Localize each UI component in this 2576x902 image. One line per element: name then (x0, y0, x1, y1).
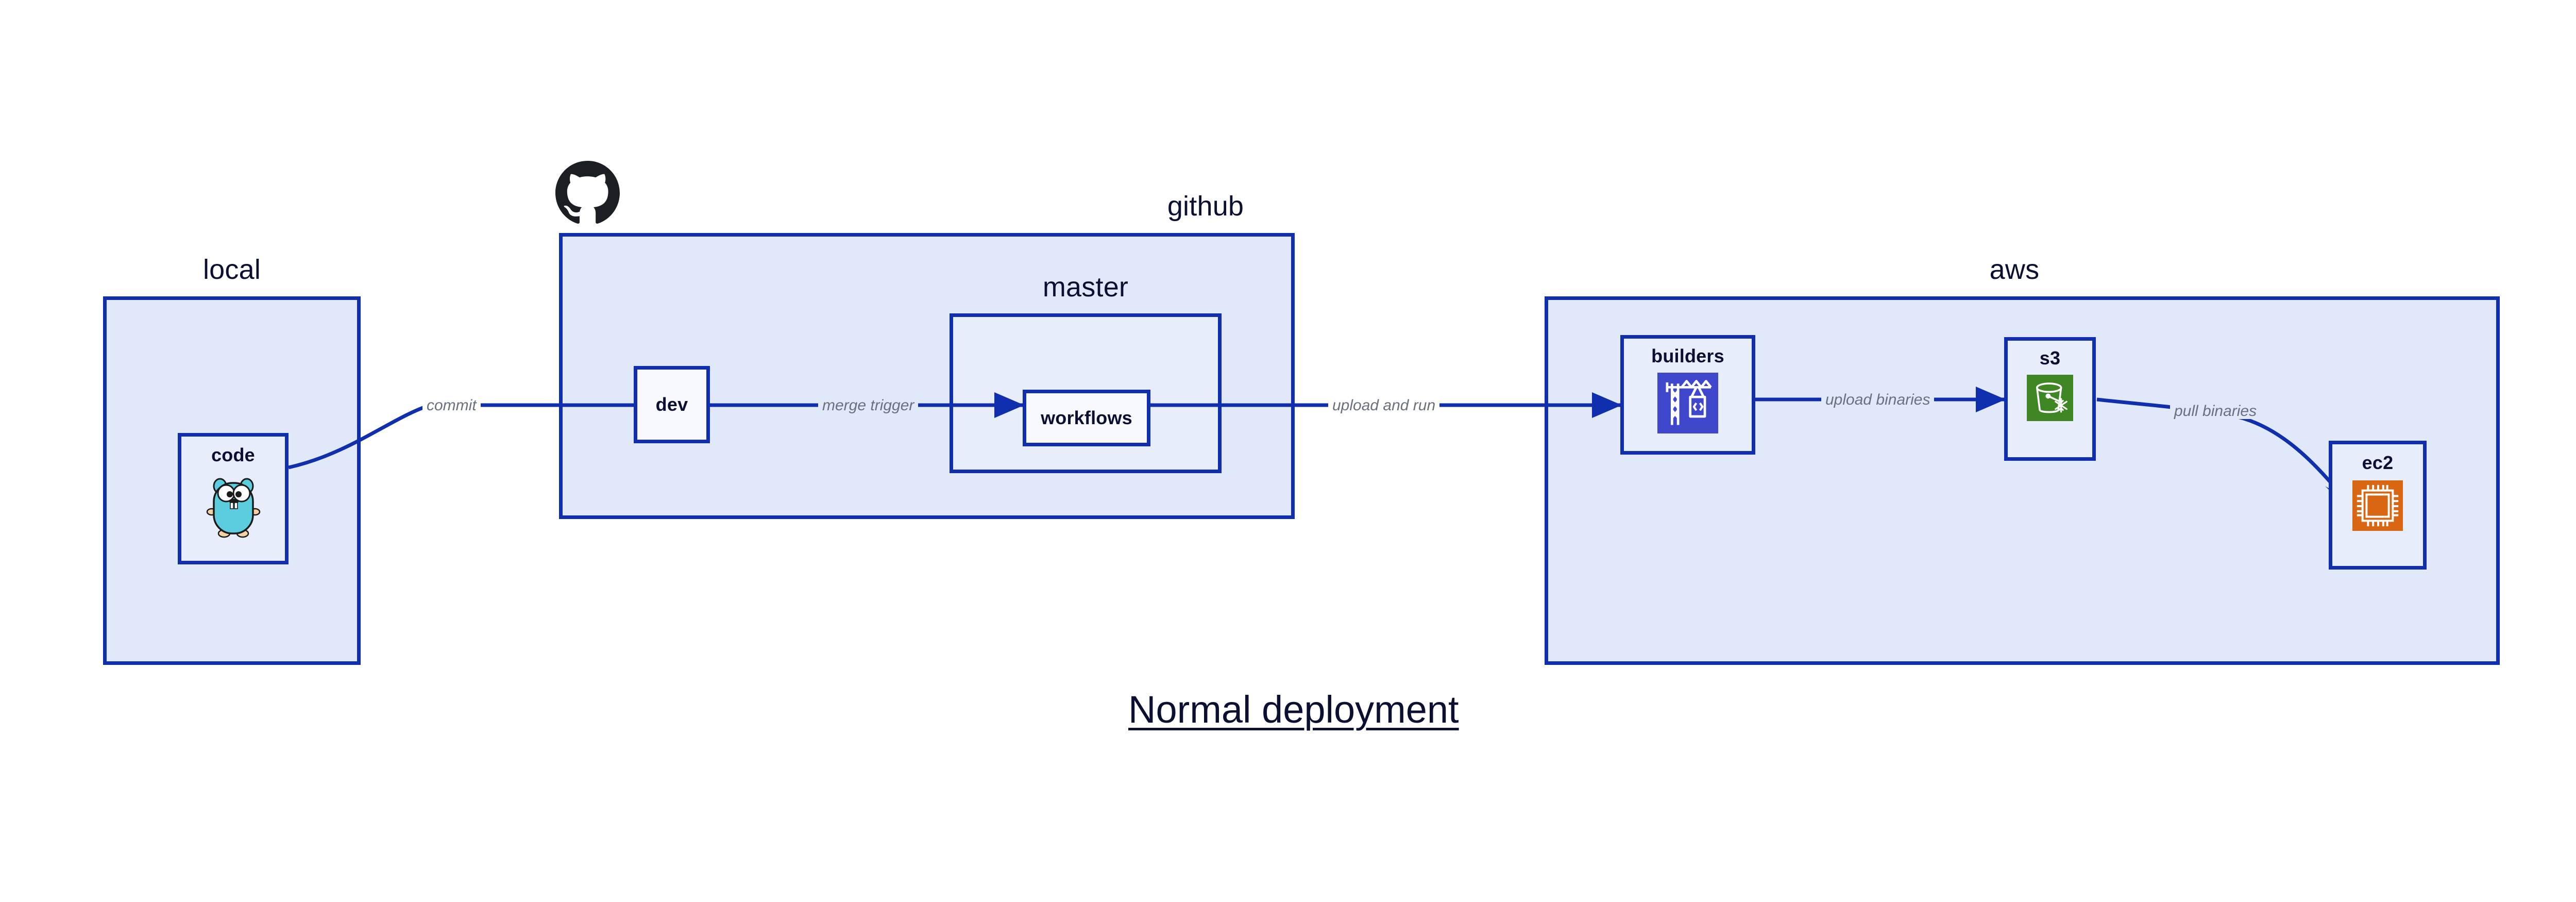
edge-label-upload-binaries: upload binaries (1821, 392, 1935, 408)
edge-dev-workflows-arrowhead (994, 392, 1024, 418)
node-code-label: code (211, 444, 255, 465)
edge-label-merge-trigger: merge trigger (818, 398, 919, 413)
node-ec2[interactable]: ec2 (2329, 441, 2427, 570)
cluster-title-master: master (1042, 272, 1129, 303)
node-s3-label: s3 (2039, 347, 2061, 369)
aws-codebuild-icon (1657, 373, 1718, 436)
edge-label-upload-and-run: upload and run (1328, 398, 1440, 413)
edge-label-pull-binaries: pull binaries (2170, 404, 2261, 419)
node-workflows-label: workflows (1041, 407, 1132, 428)
cluster-title-local: local (202, 254, 261, 285)
aws-ec2-chip-icon (2352, 480, 2403, 533)
edge-builders-s3-arrowhead (1976, 387, 2006, 412)
node-workflows[interactable]: workflows (1023, 390, 1150, 446)
node-s3[interactable]: s3 (2004, 337, 2096, 461)
github-octocat-icon (555, 161, 620, 225)
edge-label-commit: commit (422, 398, 481, 413)
node-code[interactable]: code (178, 433, 289, 564)
edge-code-dev-path (288, 403, 634, 470)
cluster-title-github: github (1167, 191, 1244, 222)
node-builders[interactable]: builders (1620, 335, 1755, 455)
node-dev[interactable]: dev (634, 366, 710, 443)
cluster-title-aws: aws (1989, 254, 2040, 285)
go-gopher-icon (206, 473, 261, 541)
node-dev-label: dev (655, 394, 688, 415)
node-ec2-label: ec2 (2362, 452, 2394, 473)
diagram-caption: Normal deployment (1128, 688, 1459, 731)
node-builders-label: builders (1651, 345, 1724, 366)
aws-s3-glacier-bucket-icon (2027, 375, 2073, 424)
edge-workflows-builders-arrowhead (1592, 392, 1622, 418)
